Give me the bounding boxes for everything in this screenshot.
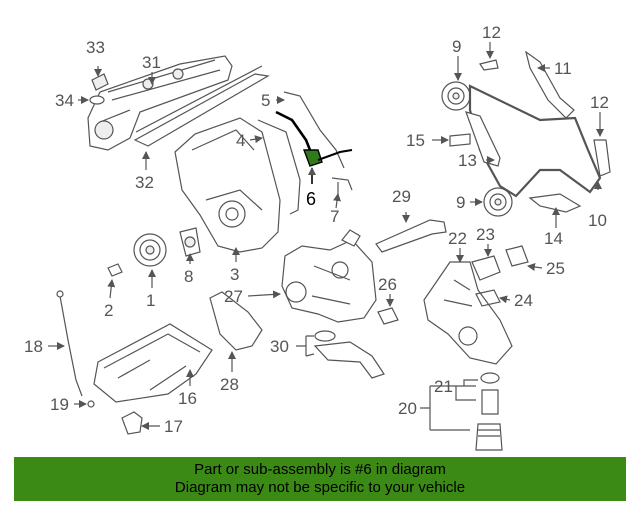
callout-22: 22: [448, 229, 467, 248]
info-banner: Part or sub-assembly is #6 in diagram Di…: [14, 457, 626, 501]
housing-22-drawing: [423, 261, 513, 365]
o-ring-drawing: [87, 400, 95, 408]
oil-cap-drawing: [91, 73, 109, 91]
callout-28: 28: [220, 375, 239, 394]
callout-17: 17: [164, 417, 183, 436]
parts-diagram: 33 31 34 32 5 4 6 7 8 3 1 2 27 29 26 30 …: [24, 23, 611, 451]
callout-12-top: 12: [482, 23, 501, 42]
bolt-drawing: [107, 263, 123, 277]
callout-labels: 33 31 34 32 5 4 6 7 8 3 1 2 27 29 26 30 …: [24, 23, 609, 436]
banner-line-1: Part or sub-assembly is #6 in diagram: [194, 461, 446, 478]
callout-34: 34: [55, 91, 74, 110]
callout-14: 14: [544, 229, 563, 248]
callout-26: 26: [378, 275, 397, 294]
callout-9-upper: 9: [452, 37, 461, 56]
tensioner-23-drawing: [471, 255, 501, 281]
callout-11: 11: [554, 59, 572, 78]
callout-1: 1: [146, 291, 155, 310]
callout-4: 4: [236, 131, 245, 150]
rear-cover-drawing: [209, 291, 263, 351]
callout-10: 10: [588, 211, 607, 230]
chain-guide-13-drawing: [465, 111, 501, 167]
filter-element-drawing: [481, 389, 499, 415]
dipstick-drawing: [59, 295, 83, 397]
callout-12-right: 12: [590, 93, 609, 112]
callout-3: 3: [230, 265, 239, 284]
callout-31: 31: [142, 53, 161, 72]
callout-15: 15: [406, 131, 425, 150]
gasket-30-drawing: [314, 330, 336, 342]
callout-27: 27: [224, 287, 243, 306]
callout-13: 13: [458, 151, 477, 170]
callout-7: 7: [330, 207, 339, 226]
pickup-tube-drawing: [313, 341, 385, 379]
callout-5: 5: [261, 91, 270, 110]
callout-25: 25: [546, 259, 565, 278]
timing-cover-drawing: [174, 117, 281, 253]
front-housing-drawing: [281, 229, 377, 323]
callout-24: 24: [514, 291, 533, 310]
pulley-drawing: [133, 233, 167, 267]
callout-9-lower: 9: [456, 193, 465, 212]
callout-29: 29: [392, 187, 411, 206]
callout-18: 18: [24, 337, 43, 356]
valve-cover-drawing: [87, 55, 233, 151]
callout-16: 16: [178, 389, 197, 408]
guide-12-top-drawing: [479, 59, 499, 71]
leader-lines: [48, 42, 604, 431]
banner-line-2: Diagram may not be specific to your vehi…: [174, 479, 466, 496]
tensioner-14-drawing: [528, 193, 582, 213]
part-6-highlight-drawing: [275, 110, 353, 167]
callout-6: 6: [306, 189, 316, 209]
part-25-drawing: [505, 245, 529, 267]
callout-21: 21: [434, 377, 453, 396]
callout-8: 8: [184, 267, 193, 286]
cover-gasket-drawing: [257, 119, 301, 215]
callout-19: 19: [50, 395, 69, 414]
callout-20: 20: [398, 399, 417, 418]
callout-32: 32: [135, 173, 154, 192]
callout-30: 30: [270, 337, 289, 356]
valve-cover-gasket-drawing: [133, 73, 270, 147]
callout-2: 2: [104, 301, 113, 320]
gasket-drawing: [283, 91, 345, 169]
sensor-drawing: [331, 177, 353, 200]
filter-housing-drawing: [475, 423, 503, 451]
oil-tube-drawing: [375, 219, 447, 253]
filter-gasket-drawing: [480, 372, 500, 384]
grommet-drawing: [89, 95, 105, 105]
bolt-15-drawing: [449, 133, 471, 147]
callout-33: 33: [86, 38, 105, 57]
level-sensor-drawing: [121, 411, 143, 435]
guide-12-right-drawing: [593, 139, 611, 177]
oil-pan-drawing: [93, 323, 213, 403]
cam-sprocket-lower-drawing: [483, 187, 513, 217]
sensor-26-drawing: [377, 307, 399, 325]
callout-23: 23: [476, 225, 495, 244]
cam-sprocket-upper-drawing: [441, 81, 471, 111]
